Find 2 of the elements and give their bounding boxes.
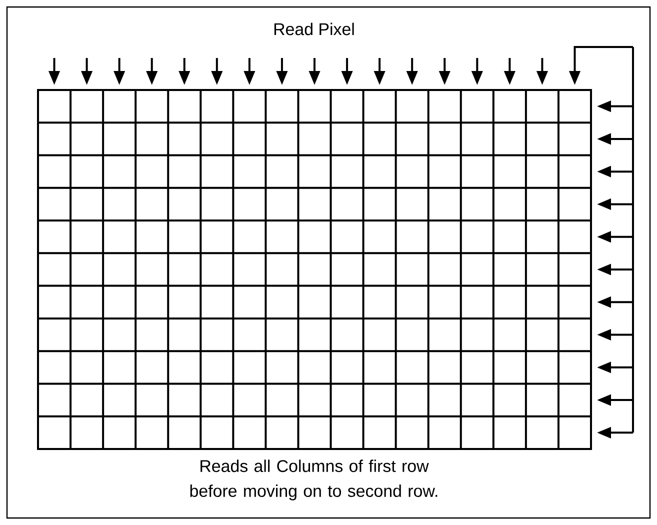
caption: Reads all Columns of first row before moving on to second row. [190,460,438,500]
heading: Read Pixel [274,22,354,36]
